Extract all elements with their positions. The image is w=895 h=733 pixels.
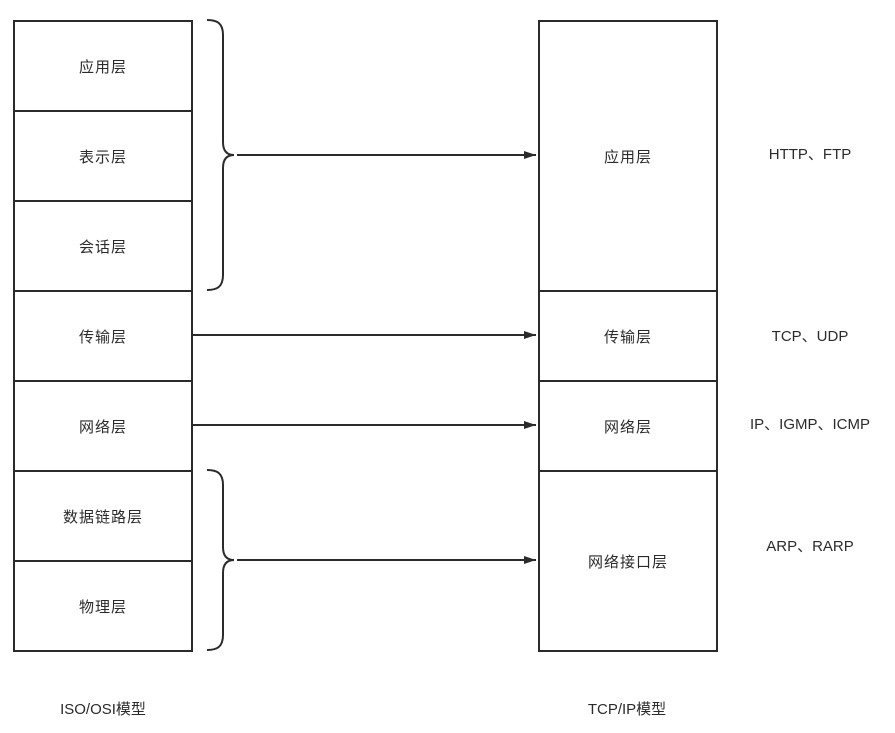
tcpip-layer-network-label: 网络层 <box>603 418 652 436</box>
osi-layer-network: 网络层 <box>15 380 191 470</box>
protocols-application: HTTP、FTP <box>768 146 852 163</box>
tcpip-model-caption: TCP/IP模型 <box>587 701 667 718</box>
tcpip-layer-network-interface: 网络接口层 <box>540 470 716 650</box>
osi-layer-presentation: 表示层 <box>15 110 191 200</box>
brace-lower-layers-icon <box>206 469 235 651</box>
tcpip-layer-application-label: 应用层 <box>603 148 652 166</box>
tcpip-layer-network: 网络层 <box>540 380 716 470</box>
protocols-network-interface: ARP、RARP <box>766 538 854 555</box>
osi-layer-application: 应用层 <box>15 22 191 110</box>
protocols-network: IP、IGMP、ICMP <box>749 416 870 433</box>
protocols-transport: TCP、UDP <box>771 328 849 345</box>
osi-model-column: 应用层 表示层 会话层 传输层 网络层 数据链路层 物理层 <box>13 20 193 652</box>
osi-layer-datalink-label: 数据链路层 <box>62 508 143 526</box>
tcpip-layer-network-interface-label: 网络接口层 <box>587 553 668 571</box>
osi-layer-session: 会话层 <box>15 200 191 290</box>
osi-model-caption: ISO/OSI模型 <box>60 701 146 718</box>
tcpip-layer-transport: 传输层 <box>540 290 716 380</box>
osi-layer-physical: 物理层 <box>15 560 191 650</box>
osi-layer-transport-label: 传输层 <box>78 328 127 346</box>
osi-layer-session-label: 会话层 <box>78 238 127 256</box>
osi-layer-network-label: 网络层 <box>78 418 127 436</box>
tcpip-model-column: 应用层 传输层 网络层 网络接口层 <box>538 20 718 652</box>
osi-layer-application-label: 应用层 <box>78 58 127 76</box>
tcpip-layer-application: 应用层 <box>540 22 716 290</box>
tcpip-layer-transport-label: 传输层 <box>603 328 652 346</box>
osi-layer-transport: 传输层 <box>15 290 191 380</box>
osi-layer-physical-label: 物理层 <box>78 598 127 616</box>
osi-layer-datalink: 数据链路层 <box>15 470 191 560</box>
brace-upper-layers-icon <box>206 19 235 291</box>
osi-layer-presentation-label: 表示层 <box>78 148 127 166</box>
